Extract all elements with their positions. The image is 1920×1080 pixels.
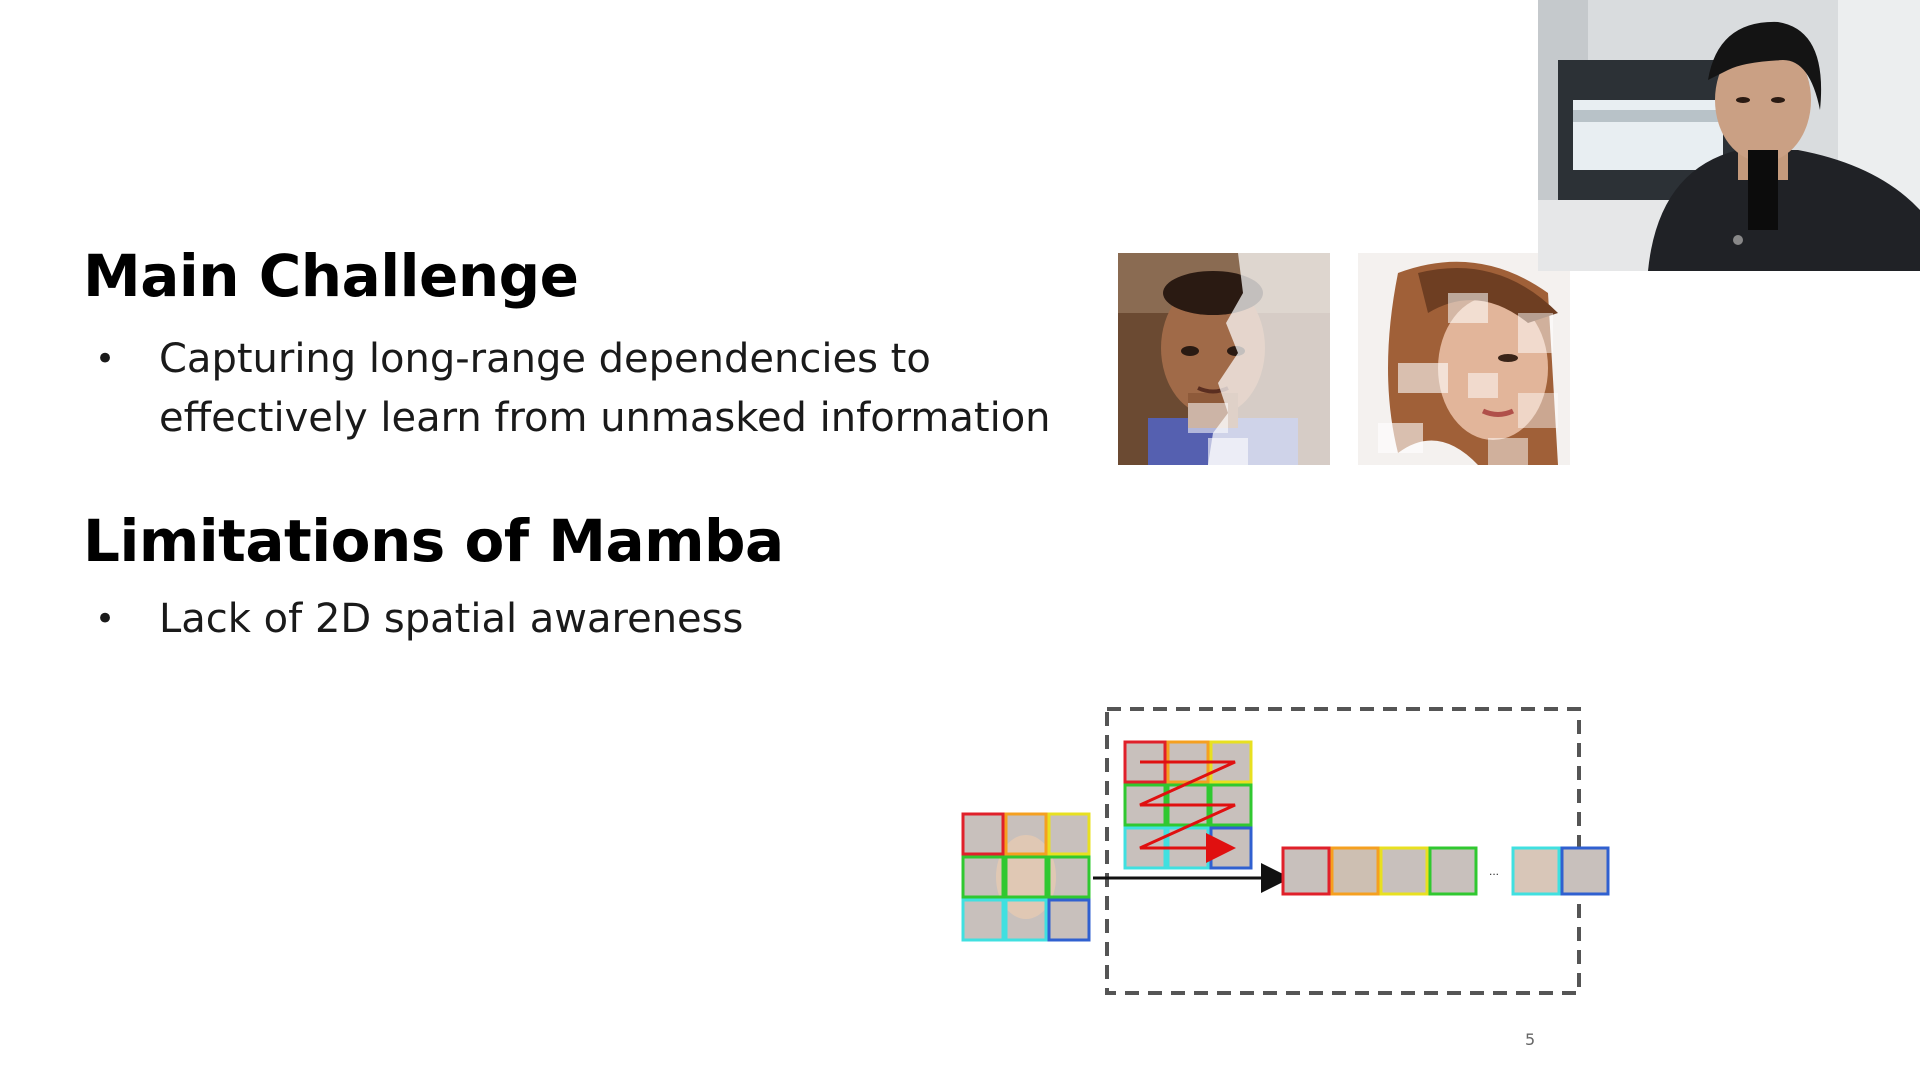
scan-diagram-svg: ...: [961, 707, 1610, 995]
bullet-text: Lack of 2D spatial awareness: [159, 590, 1149, 649]
limitations-heading: Limitations of Mamba: [83, 507, 784, 575]
zigzag-scan-diagram: ...: [955, 700, 1635, 1000]
scanned-patch-grid: [1123, 740, 1253, 870]
masked-face-male-image: [1118, 253, 1330, 465]
slide-page-number: 5: [1525, 1030, 1536, 1049]
main-challenge-heading: Main Challenge: [83, 242, 579, 310]
presenter-video-icon: [1538, 0, 1920, 271]
bullet-text: Capturing long-range dependencies to eff…: [159, 330, 1149, 448]
bullet-line: Lack of 2D spatial awareness: [159, 596, 744, 642]
bullet-dot-icon: •: [95, 339, 116, 379]
patch-sequence: ...: [1281, 846, 1610, 896]
bullet-line: effectively learn from unmasked informat…: [159, 395, 1051, 441]
input-patch-grid: [961, 812, 1091, 942]
bullet-dot-icon: •: [95, 599, 116, 639]
masked-face-image: [1118, 253, 1330, 465]
presenter-webcam-feed: [1538, 0, 1920, 271]
masked-face-image: [1358, 253, 1570, 465]
bullet-line: Capturing long-range dependencies to: [159, 336, 931, 382]
masked-face-female-image: [1358, 253, 1570, 465]
dashed-scan-box: [1105, 707, 1581, 995]
zigzag-scan-path: [1139, 760, 1236, 863]
sequence-ellipsis: ...: [1489, 864, 1499, 878]
